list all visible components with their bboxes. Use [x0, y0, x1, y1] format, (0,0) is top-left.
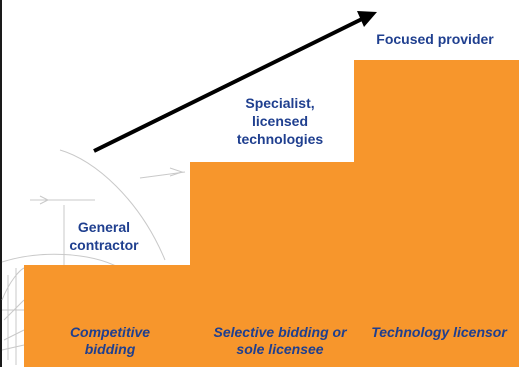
base-label-technology-licensor: Technology licensor: [371, 324, 507, 340]
left-border-line: [0, 0, 2, 367]
level-label-focused-provider: Focused provider: [376, 31, 494, 47]
step-specialist: [190, 162, 354, 367]
step-focused-provider: [354, 60, 519, 367]
base-label-selective-bidding: Selective bidding or sole licensee: [213, 324, 347, 357]
step-general-contractor: [24, 265, 190, 367]
level-label-general-contractor: General contractor: [69, 219, 139, 253]
base-label-competitive-bidding: Competitive bidding: [69, 324, 151, 357]
level-label-specialist: Specialist, licensed technologies: [236, 95, 324, 147]
